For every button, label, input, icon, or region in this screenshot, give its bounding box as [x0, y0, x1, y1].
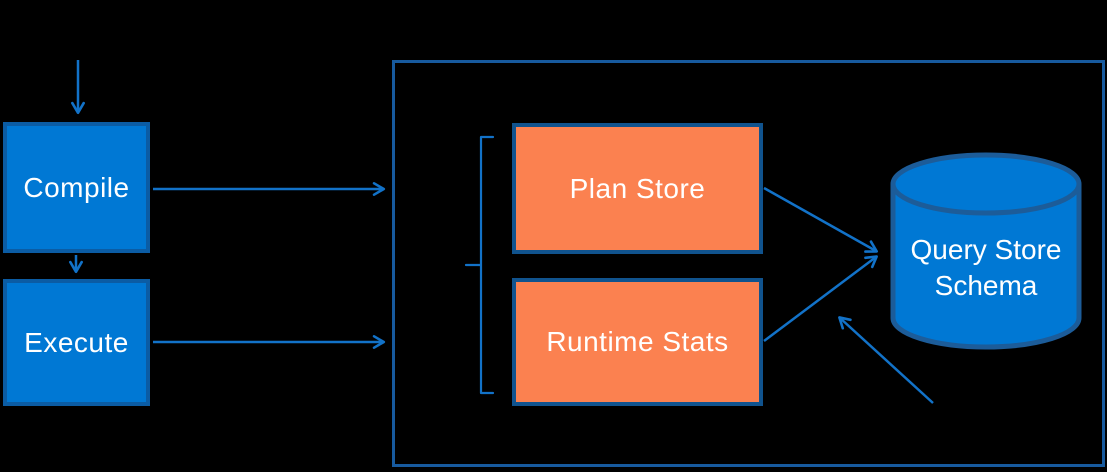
- query-store-container-box: [392, 60, 1105, 467]
- execute-node: Execute: [3, 279, 150, 406]
- grouping-bracket: [464, 135, 495, 395]
- execute-label: Execute: [24, 326, 129, 358]
- arrow-plan-store-to-schema: [763, 186, 879, 253]
- arrow-pointer-to-write-path: [838, 316, 934, 404]
- plan-store-label: Plan Store: [569, 172, 706, 204]
- runtime-stats-node: Runtime Stats: [512, 278, 763, 406]
- arrow-runtime-stats-to-schema: [763, 255, 878, 342]
- runtime-stats-label: Runtime Stats: [546, 326, 729, 357]
- compile-label: Compile: [23, 171, 130, 203]
- plan-store-node: Plan Store: [512, 123, 763, 254]
- database-cylinder: [890, 152, 1082, 350]
- query-store-schema-label: Query Store Schema: [910, 234, 1062, 301]
- compile-node: Compile: [3, 122, 150, 253]
